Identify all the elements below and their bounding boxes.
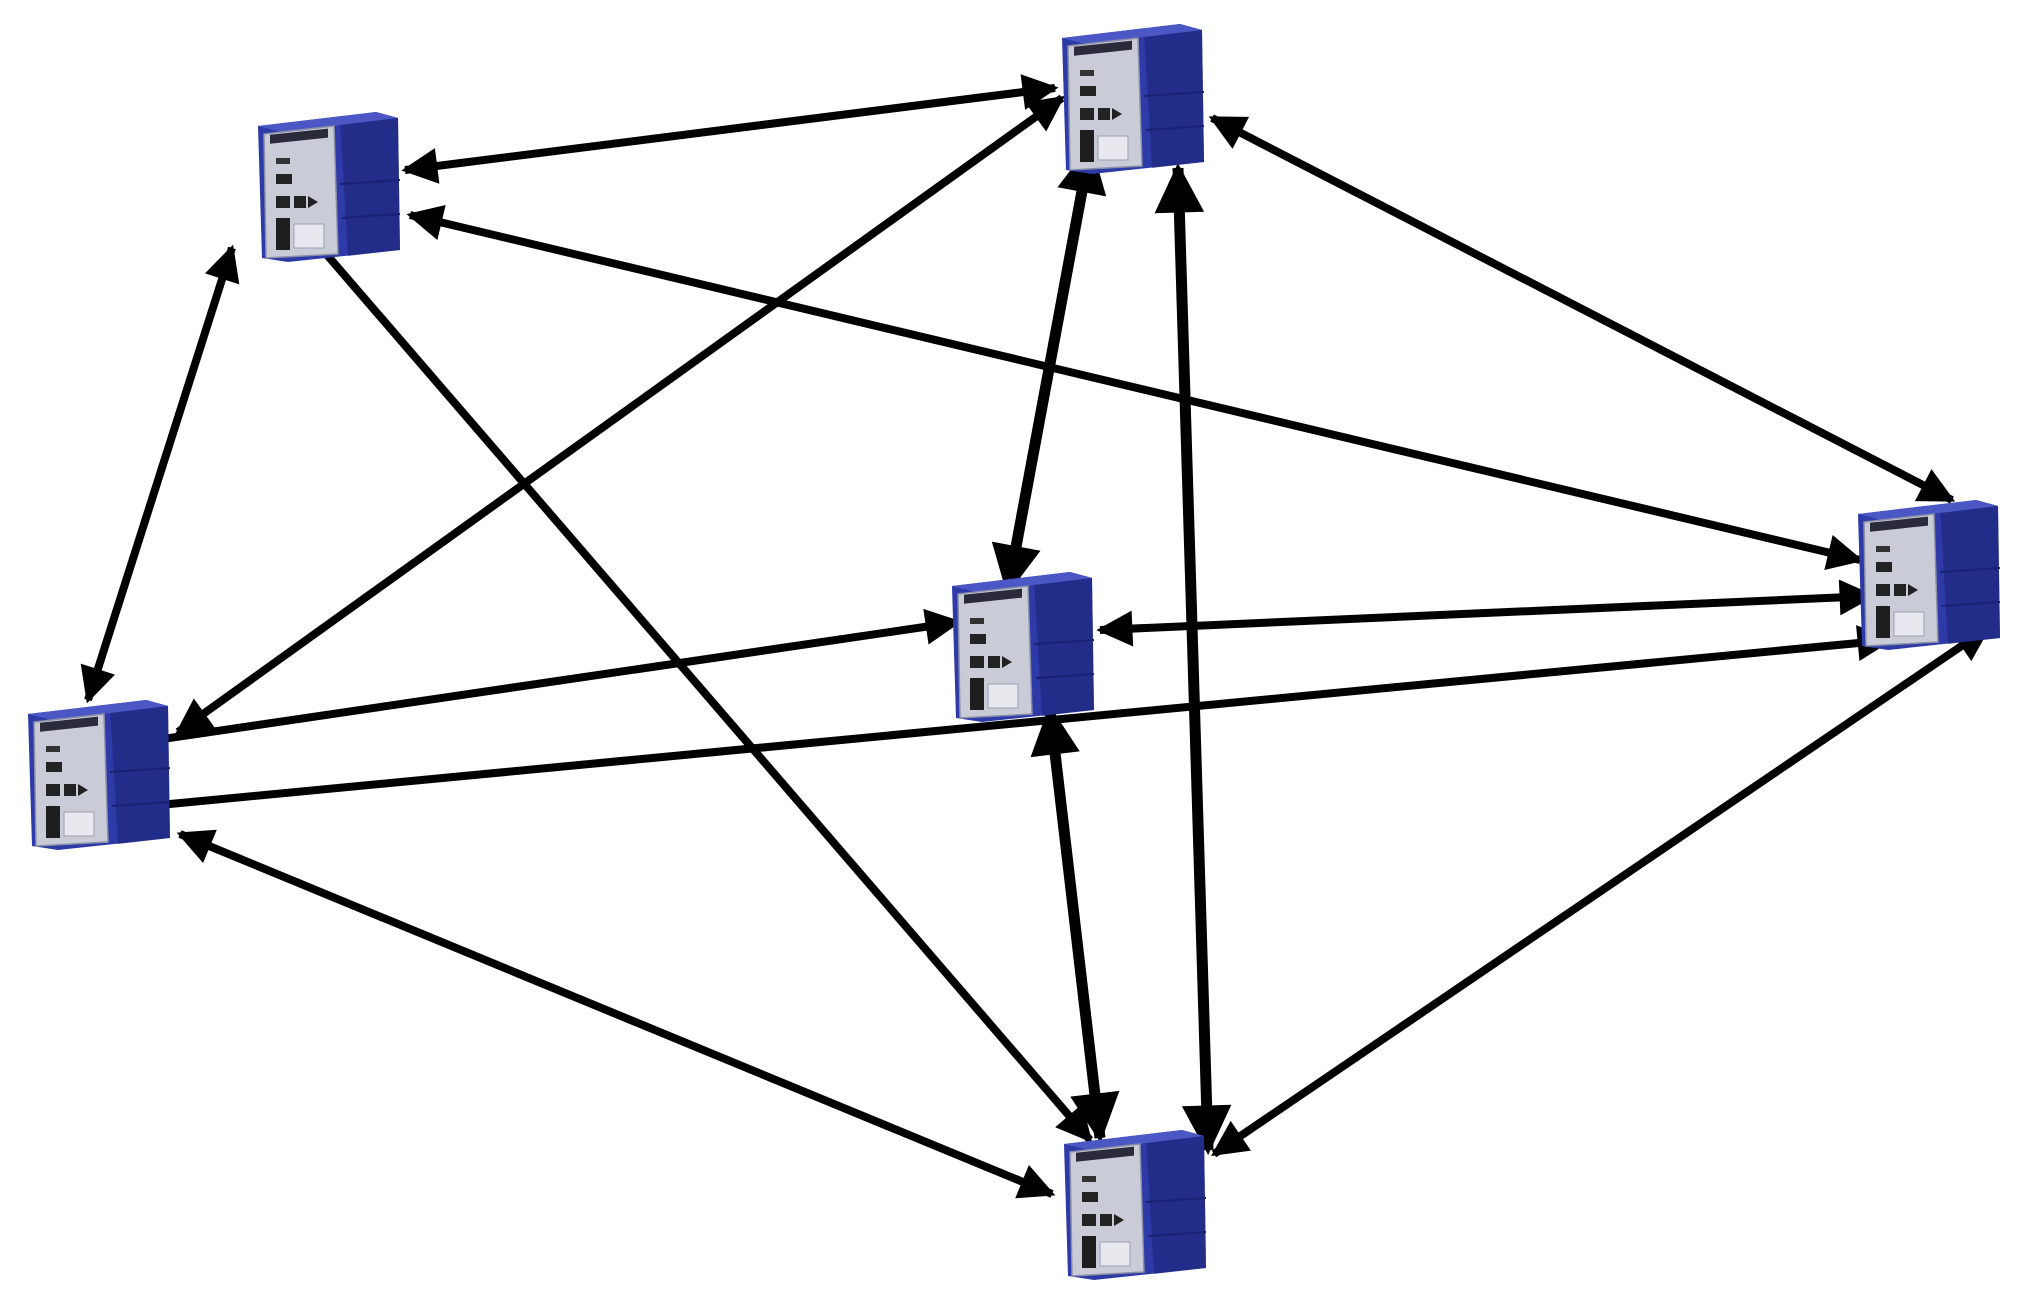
- switch-port: [276, 196, 290, 208]
- switch-port: [1080, 108, 1094, 120]
- switch-divider: [109, 767, 171, 773]
- switch-port: [988, 656, 1000, 668]
- switch-label-plate: [63, 811, 95, 837]
- link-left-to-bottom-bidirectional-arrow: [176, 829, 1056, 1199]
- switch-label-plate: [293, 223, 325, 249]
- switch-port: [970, 656, 984, 668]
- node-left-network-switch-icon[interactable]: [28, 700, 171, 850]
- link-top-center-to-center-bidirectional-arrow: [991, 143, 1107, 595]
- switch-port: [1908, 584, 1918, 596]
- switch-divider: [1143, 91, 1205, 97]
- switch-connector: [46, 806, 60, 838]
- switch-label-plate: [1097, 135, 1129, 161]
- switch-port: [1082, 1214, 1096, 1226]
- switch-divider: [1145, 1197, 1207, 1203]
- switch-led: [276, 158, 290, 164]
- switch-label-plate: [1893, 611, 1925, 637]
- switch-port: [276, 174, 292, 184]
- switch-divider: [339, 179, 401, 185]
- link-right-to-bottom-bidirectional-arrow: [1211, 624, 1991, 1158]
- switch-connector: [276, 218, 290, 250]
- switch-port: [1080, 86, 1096, 96]
- node-top-center-network-switch-icon[interactable]: [1062, 24, 1205, 174]
- link-center-to-bottom-bidirectional-arrow: [1030, 705, 1120, 1143]
- switch-display: [1870, 516, 1928, 532]
- switch-port: [970, 634, 986, 644]
- link-top-center-to-right-bidirectional-arrow: [1208, 114, 1956, 504]
- switch-led: [970, 618, 984, 624]
- switch-side-shade: [110, 700, 170, 844]
- switch-led: [1080, 70, 1094, 76]
- links-layer: [80, 74, 1991, 1199]
- switch-display: [1076, 1146, 1134, 1162]
- node-right-network-switch-icon[interactable]: [1858, 500, 2001, 650]
- switch-port: [1100, 1214, 1112, 1226]
- switch-divider: [341, 213, 401, 219]
- switch-port: [46, 784, 60, 796]
- switch-divider: [1035, 673, 1095, 679]
- switch-port: [308, 196, 318, 208]
- switch-divider: [1941, 601, 2001, 607]
- switch-port: [1098, 108, 1110, 120]
- switch-side-shade: [1940, 500, 2000, 644]
- switch-led: [46, 746, 60, 752]
- switch-side-shade: [1144, 24, 1204, 168]
- switch-connector: [1876, 606, 1890, 638]
- switch-port: [1112, 108, 1122, 120]
- switch-display: [964, 588, 1022, 604]
- switch-side-shade: [1034, 572, 1094, 716]
- switch-divider: [111, 801, 171, 807]
- node-bottom-network-switch-icon[interactable]: [1064, 1130, 1207, 1280]
- switch-connector: [1082, 1236, 1096, 1268]
- switch-top: [1062, 24, 1202, 44]
- switch-label-plate: [1099, 1241, 1131, 1267]
- link-center-to-right-bidirectional-arrow: [1096, 579, 1876, 647]
- switch-port: [78, 784, 88, 796]
- switch-top: [952, 572, 1092, 592]
- node-top-left-network-switch-icon[interactable]: [258, 112, 401, 262]
- switch-side-shade: [340, 112, 400, 256]
- switch-port: [1894, 584, 1906, 596]
- switch-side-shade: [1146, 1130, 1206, 1274]
- nodes-layer: [28, 24, 2001, 1280]
- switch-led: [1876, 546, 1890, 552]
- switch-display: [1074, 40, 1132, 56]
- switch-connector: [970, 678, 984, 710]
- switch-top: [258, 112, 398, 132]
- switch-port: [46, 762, 62, 772]
- switch-connector: [1080, 130, 1094, 162]
- switch-top: [1064, 1130, 1204, 1150]
- switch-divider: [1033, 639, 1095, 645]
- switch-label-plate: [987, 683, 1019, 709]
- switch-port: [64, 784, 76, 796]
- switch-port: [1876, 562, 1892, 572]
- switch-divider: [1939, 567, 2001, 573]
- switch-port: [1002, 656, 1012, 668]
- node-center-network-switch-icon[interactable]: [952, 572, 1095, 722]
- switch-port: [1082, 1192, 1098, 1202]
- switch-display: [40, 716, 98, 732]
- switch-port: [1876, 584, 1890, 596]
- switch-port: [294, 196, 306, 208]
- switch-top: [1858, 500, 1998, 520]
- switch-divider: [1145, 125, 1205, 131]
- switch-divider: [1147, 1231, 1207, 1237]
- switch-top: [28, 700, 168, 720]
- switch-display: [270, 128, 328, 144]
- switch-led: [1082, 1176, 1096, 1182]
- switch-port: [1114, 1214, 1124, 1226]
